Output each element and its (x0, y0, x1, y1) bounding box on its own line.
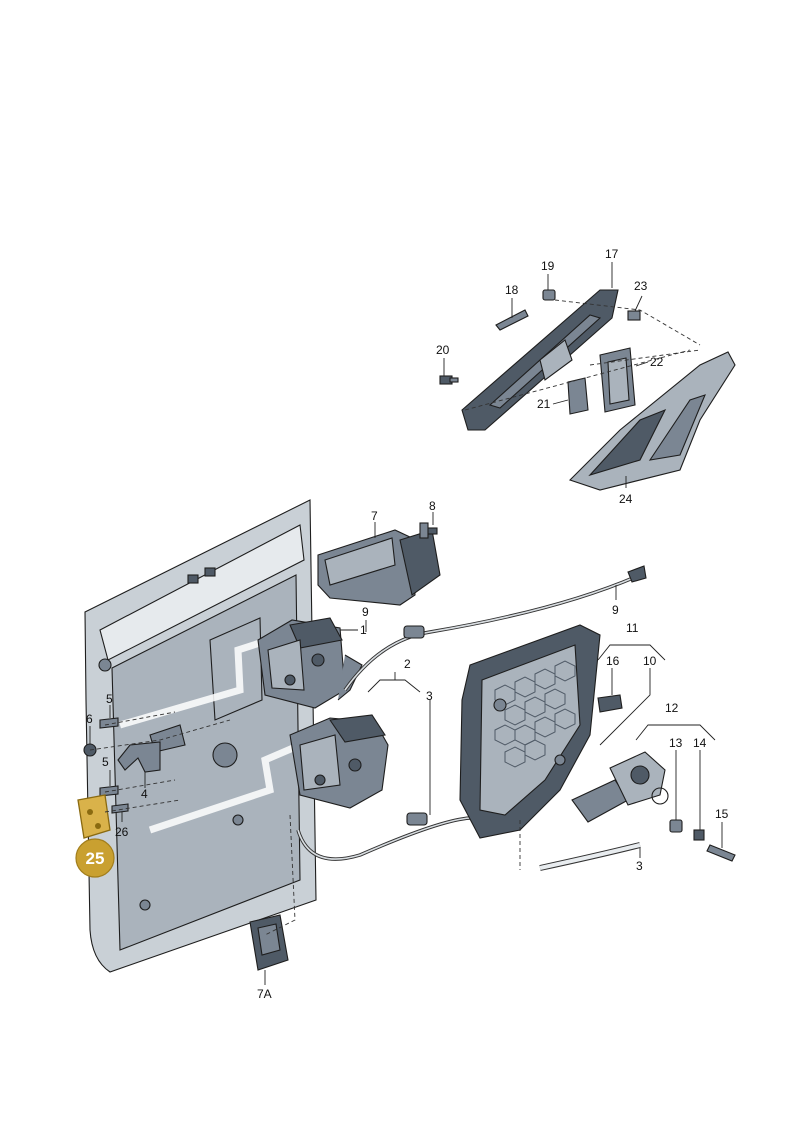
label-part-11: 11 (626, 621, 639, 635)
label-part-26: 26 (115, 825, 129, 839)
bolt-part-5-lower (99, 785, 119, 797)
control-unit-part-7A (249, 914, 289, 971)
screw-part-20 (439, 375, 459, 385)
label-part-4: 4 (141, 787, 148, 801)
label-part-19: 19 (541, 259, 555, 273)
label-part-24: 24 (619, 492, 633, 506)
nut-part-14 (693, 829, 705, 841)
label-part-8: 8 (429, 499, 436, 513)
callout-labels: 1 2 3 4 5 5 6 7 8 9 9 10 11 12 13 14 15 … (86, 247, 729, 1001)
label-part-14: 14 (693, 736, 707, 750)
label-part-3-right: 3 (636, 859, 643, 873)
label-part-7: 7 (371, 509, 378, 523)
pad-part-16 (597, 694, 623, 713)
label-part-12: 12 (665, 701, 679, 715)
bolt-part-26 (111, 803, 129, 814)
label-part-22: 22 (650, 355, 664, 369)
door-lock-lower (289, 714, 389, 809)
alignment-lines (89, 299, 701, 936)
label-part-18: 18 (505, 283, 519, 297)
bolt-part-5-upper (99, 717, 119, 729)
bezel-part-21 (567, 377, 589, 415)
label-part-23: 23 (634, 279, 648, 293)
label-part-20: 20 (436, 343, 450, 357)
pin-part-18 (495, 309, 529, 331)
screw-part-8 (419, 522, 438, 539)
bowden-cable-part-3 (296, 812, 641, 871)
bushing-part-13 (669, 819, 683, 833)
lock-cover-part-7 (317, 529, 441, 606)
clip-part-23 (627, 310, 641, 321)
label-part-17: 17 (605, 247, 619, 261)
door-lock-part-1 (257, 617, 363, 709)
window-motor-part-12 (571, 751, 669, 823)
bolt-part-15 (706, 844, 736, 862)
label-part-9-right: 9 (612, 603, 619, 617)
plate-part-25 (77, 794, 111, 839)
striker-part-4 (117, 741, 161, 773)
label-part-5-upper: 5 (106, 692, 113, 706)
label-part-10: 10 (643, 654, 657, 668)
label-part-9-top: 9 (362, 605, 369, 619)
label-part-16: 16 (606, 654, 620, 668)
door-inner-panel (84, 499, 317, 973)
label-part-13: 13 (669, 736, 683, 750)
leader-lines (89, 262, 723, 985)
label-part-3: 3 (426, 689, 433, 703)
badge-label: 25 (86, 849, 105, 868)
label-part-7A: 7A (257, 987, 272, 1001)
trim-panel-part-24 (568, 351, 736, 491)
label-part-6: 6 (86, 712, 93, 726)
bowden-cable-part-9 (343, 565, 647, 692)
cap-part-19 (542, 289, 556, 301)
handle-carrier-part-17 (461, 289, 619, 431)
label-part-21: 21 (537, 397, 551, 411)
label-part-5-lower: 5 (102, 755, 109, 769)
switch-part-22 (599, 347, 636, 413)
hex-pattern (494, 660, 576, 768)
highlight-badge-part-25: 25 (75, 838, 115, 878)
label-part-2: 2 (404, 657, 411, 671)
door-module-carrier-plate (459, 624, 601, 839)
label-part-1: 1 (360, 623, 367, 637)
label-part-15: 15 (715, 807, 729, 821)
